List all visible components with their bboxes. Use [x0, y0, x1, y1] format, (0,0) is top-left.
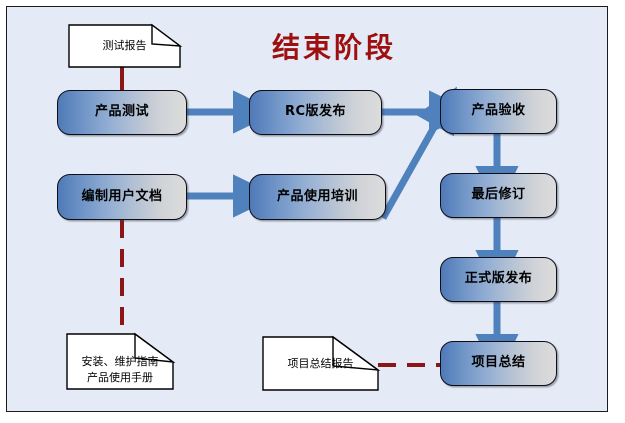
- document-install-manual-line-2: 产品使用手册: [87, 370, 153, 384]
- document-summary-report[interactable]: 项目总结报告: [263, 337, 378, 390]
- node-final-revision[interactable]: 最后修订: [440, 173, 557, 218]
- document-test-report-line-1: 测试报告: [102, 39, 147, 53]
- document-install-manual-line-1: 安装、维护指南: [81, 354, 159, 368]
- doc-shape-summary-report: [262, 335, 381, 391]
- node-write-user-doc[interactable]: 编制用户文档: [57, 174, 187, 220]
- arrow-product-training-to-product-acceptance: [379, 86, 457, 220]
- document-test-report[interactable]: 测试报告: [69, 25, 180, 67]
- doc-shape-test-report: [68, 23, 183, 68]
- node-product-training[interactable]: 产品使用培训: [249, 174, 386, 220]
- node-product-acceptance[interactable]: 产品验收: [440, 89, 557, 134]
- document-install-manual[interactable]: 安装、维护指南 产品使用手册: [67, 334, 173, 389]
- page-title: 结束阶段: [272, 31, 397, 64]
- doc-shape-install-manual: [66, 332, 176, 390]
- node-product-test[interactable]: 产品测试: [57, 90, 187, 135]
- node-rc-release[interactable]: RC版发布: [249, 90, 382, 135]
- node-project-summary[interactable]: 项目总结: [440, 341, 557, 386]
- document-summary-report-line-1: 项目总结报告: [287, 356, 354, 370]
- node-formal-release[interactable]: 正式版发布: [440, 257, 557, 302]
